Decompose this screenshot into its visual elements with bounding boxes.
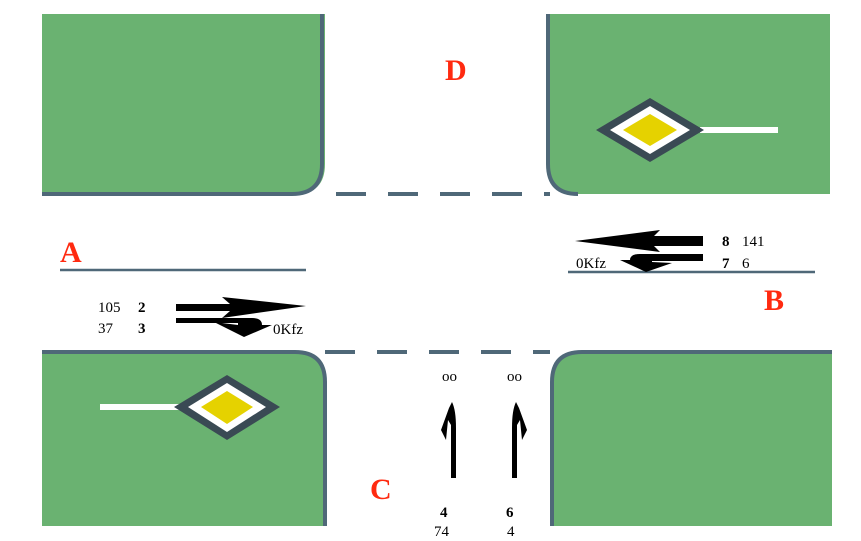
stream-7: 7 <box>722 256 730 272</box>
corner-top-right <box>546 14 830 196</box>
corner-bottom-left <box>42 350 327 526</box>
priority-road-sign-icon <box>596 98 704 162</box>
stream-3: 3 <box>138 321 146 337</box>
volume-8: 141 <box>742 234 765 250</box>
volume-3-alt: 0Kfz <box>273 322 303 338</box>
arrow-b-right-turn <box>620 254 703 272</box>
approach-label-a: A <box>60 236 82 269</box>
stream-4: 4 <box>440 505 448 521</box>
volume-3: 37 <box>98 321 114 337</box>
volume-7-alt: 0Kfz <box>576 256 606 272</box>
approach-label-d: D <box>445 54 467 87</box>
volume-7: 6 <box>742 256 750 272</box>
arrow-a-right-turn <box>176 318 272 337</box>
marker-4: oo <box>442 369 457 385</box>
arrow-c-left-turn <box>441 402 456 478</box>
stream-8: 8 <box>722 234 730 250</box>
stream-6: 6 <box>506 505 514 521</box>
priority-road-sign-icon <box>174 375 280 440</box>
corner-top-left <box>42 14 325 196</box>
arrow-c-right-turn <box>512 402 527 478</box>
corner-bottom-right <box>550 350 832 526</box>
arrow-a-through <box>176 297 306 318</box>
approach-label-b: B <box>764 284 784 317</box>
volume-4: 74 <box>434 524 450 540</box>
approach-label-c: C <box>370 473 392 506</box>
stream-2: 2 <box>138 300 146 316</box>
volume-6: 4 <box>507 524 515 540</box>
volume-2: 105 <box>98 300 121 316</box>
arrow-b-through <box>575 230 703 252</box>
marker-6: oo <box>507 369 522 385</box>
